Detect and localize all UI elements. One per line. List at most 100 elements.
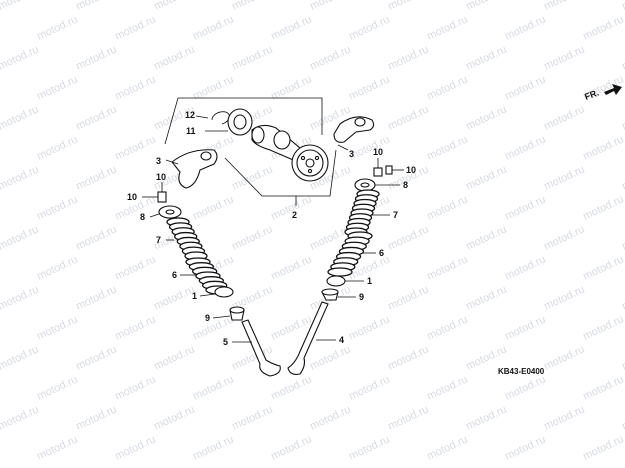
callout-9-left: 9: [205, 313, 210, 323]
watermark-text: motod.ru: [152, 343, 196, 372]
watermark-text: motod.ru: [308, 343, 352, 372]
watermark-text: motod.ru: [620, 43, 625, 72]
watermark-text: motod.ru: [191, 13, 235, 42]
callout-11: 11: [186, 126, 196, 136]
watermark-text: motod.ru: [74, 343, 118, 372]
watermark-text: motod.ru: [425, 373, 469, 402]
watermark-text: motod.ru: [269, 433, 313, 462]
watermark-text: motod.ru: [152, 403, 196, 432]
callout-5: 5: [223, 337, 228, 347]
callout-8-right: 8: [403, 180, 408, 190]
watermark-text: motod.ru: [542, 343, 586, 372]
callout-6-left: 6: [172, 270, 177, 280]
watermark-text: motod.ru: [230, 0, 274, 13]
watermark-text: motod.ru: [191, 373, 235, 402]
callout-8-left: 8: [140, 212, 145, 222]
watermark-text: motod.ru: [542, 223, 586, 252]
watermark-text: motod.ru: [230, 163, 274, 192]
callout-3-left: 3: [156, 156, 161, 166]
watermark-text: motod.ru: [386, 343, 430, 372]
callout-6-right: 6: [379, 248, 384, 258]
camshaft-bearing: [205, 108, 253, 136]
watermark-text: motod.ru: [425, 133, 469, 162]
spring-seat-left: [199, 286, 234, 298]
watermark-text: motod.ru: [0, 193, 2, 222]
rocker-arm-left: [165, 149, 218, 189]
watermark-text: motod.ru: [503, 253, 547, 282]
watermark-text: motod.ru: [581, 433, 625, 462]
watermark-text: motod.ru: [464, 163, 508, 192]
callout-4: 4: [339, 335, 344, 345]
watermark-text: motod.ru: [0, 253, 2, 282]
watermark-text: motod.ru: [386, 103, 430, 132]
watermark-text: motod.ru: [464, 403, 508, 432]
watermark-text: motod.ru: [425, 313, 469, 342]
callout-1-right: 1: [367, 276, 372, 286]
spring-coil: [327, 267, 353, 277]
watermark-text: motod.ru: [464, 43, 508, 72]
tappet-adjuster-right: [373, 158, 404, 177]
watermark-text: motod.ru: [620, 103, 625, 132]
callout-9-right: 9: [359, 292, 364, 302]
watermark-text: motod.ru: [425, 193, 469, 222]
watermark-text: motod.ru: [191, 193, 235, 222]
watermark-text: motod.ru: [0, 433, 2, 462]
callout-2: 2: [292, 210, 297, 220]
watermark-text: motod.ru: [308, 403, 352, 432]
watermark-text: motod.ru: [74, 403, 118, 432]
arrow-icon: [604, 84, 622, 95]
direction-label: FR.: [583, 88, 600, 102]
watermark-text: motod.ru: [269, 373, 313, 402]
watermark-text: motod.ru: [542, 403, 586, 432]
valve-spring-retainer-right: [354, 178, 400, 192]
watermark-text: motod.ru: [464, 0, 508, 13]
front-direction-arrow: FR.: [583, 84, 622, 102]
watermark-text: motod.ru: [464, 283, 508, 312]
watermark-text: motod.ru: [74, 283, 118, 312]
valve-stem-seal-left: [212, 306, 245, 321]
watermark-text: motod.ru: [152, 0, 196, 13]
watermark-text: motod.ru: [308, 43, 352, 72]
watermark-text: motod.ru: [269, 253, 313, 282]
watermark-text: motod.ru: [620, 403, 625, 432]
watermark-text: motod.ru: [35, 253, 79, 282]
watermark-text: motod.ru: [425, 433, 469, 462]
watermark-text: motod.ru: [113, 253, 157, 282]
watermark-text: motod.ru: [542, 0, 586, 13]
inner-valve-spring-left: [185, 257, 231, 295]
watermark-text: motod.ru: [74, 223, 118, 252]
watermark-text: motod.ru: [0, 73, 2, 102]
tappet-adjuster-left: [142, 182, 167, 203]
watermark-text: motod.ru: [542, 283, 586, 312]
watermark-text: motod.ru: [0, 13, 2, 42]
inner-valve-spring-right: [327, 231, 373, 277]
watermark-text: motod.ru: [230, 223, 274, 252]
watermark-text: motod.ru: [581, 373, 625, 402]
watermark-text: motod.ru: [347, 433, 391, 462]
watermark-text: motod.ru: [74, 103, 118, 132]
callout-12: 12: [185, 110, 195, 120]
watermark-text: motod.ru: [581, 13, 625, 42]
watermark-text: motod.ru: [542, 163, 586, 192]
watermark-text: motod.ru: [347, 73, 391, 102]
watermark-text: motod.ru: [386, 43, 430, 72]
watermark-text: motod.ru: [620, 343, 625, 372]
watermark-text: motod.ru: [113, 73, 157, 102]
watermark-text: motod.ru: [152, 283, 196, 312]
camshaft-assembly-bracket: [164, 97, 337, 206]
watermark-text: motod.ru: [191, 433, 235, 462]
outer-valve-spring-right: [344, 189, 380, 237]
watermark-text: motod.ru: [503, 133, 547, 162]
watermark-text: motod.ru: [386, 223, 430, 252]
snap-ring: [195, 111, 230, 125]
callout-10-right-b: 10: [406, 165, 416, 175]
watermark-text: motod.ru: [230, 43, 274, 72]
watermark-text: motod.ru: [620, 163, 625, 192]
watermark-text: motod.ru: [113, 133, 157, 162]
watermark-text: motod.ru: [0, 0, 41, 13]
watermark-text: motod.ru: [113, 433, 157, 462]
callout-7-right: 7: [393, 210, 398, 220]
diagram-code: KB43-E0400: [498, 367, 545, 376]
callout-1-left: 1: [192, 291, 197, 301]
watermark-text: motod.ru: [347, 373, 391, 402]
